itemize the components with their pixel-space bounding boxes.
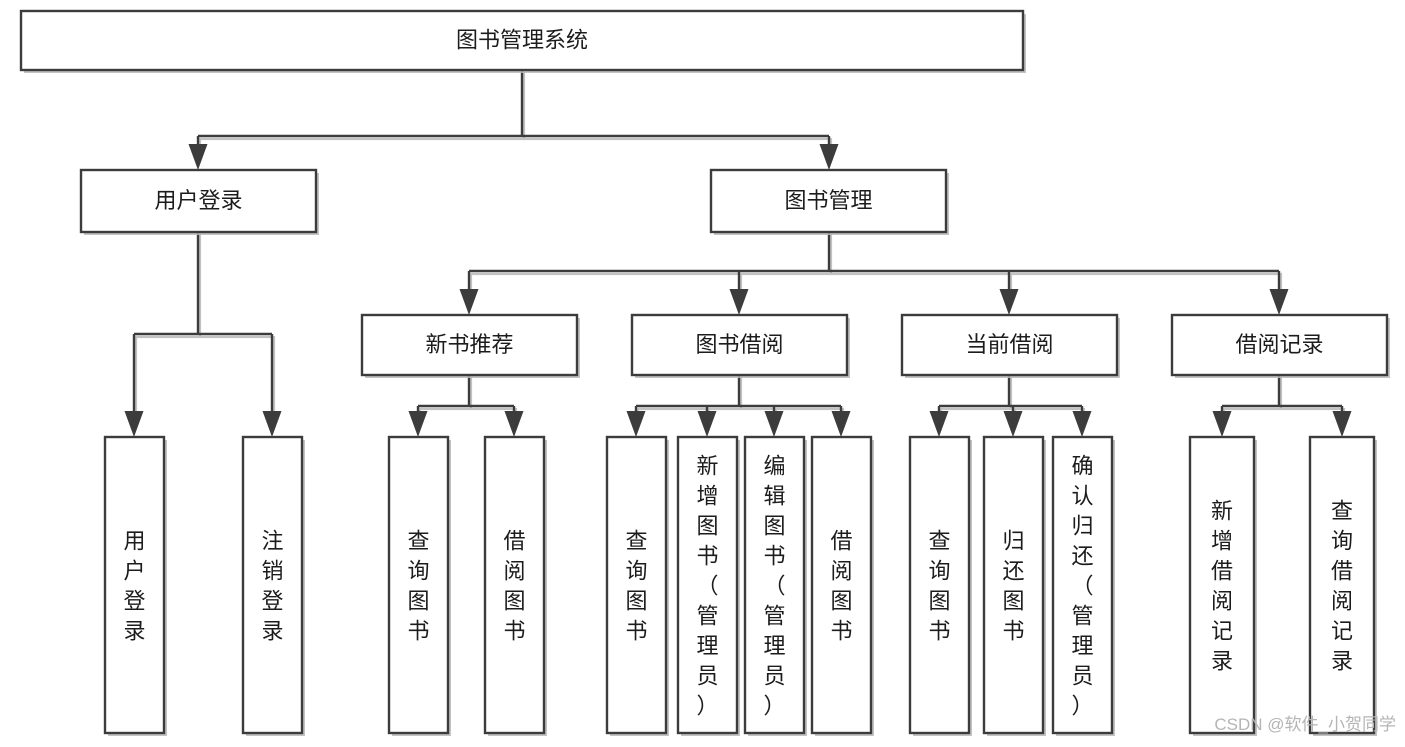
node-label-leaf-current-query: 查询图书 (928, 528, 950, 643)
node-label-leaf-borrow-edit: 编辑图书（管理员） (763, 453, 785, 718)
node-book-manage[interactable]: 图书管理 (709, 168, 949, 235)
watermark-label: CSDN @软件_小贺同学 (1214, 715, 1396, 734)
node-borrow-record[interactable]: 借阅记录 (1170, 313, 1390, 378)
node-box-leaf-recommend-query[interactable] (387, 435, 450, 735)
node-layer: 图书管理系统用户登录图书管理新书推荐图书借阅当前借阅借阅记录用户登录注销登录查询… (19, 9, 1390, 736)
node-box-leaf-user-logout[interactable] (241, 435, 304, 735)
node-label-root: 图书管理系统 (456, 27, 588, 52)
node-box-borrow-record[interactable] (1170, 313, 1389, 377)
arrow-leaf-user-login (124, 334, 144, 437)
arrow-rec-borrow (504, 406, 524, 437)
connector-bus-borrow (636, 375, 843, 411)
node-leaf-user-login[interactable]: 用户登录 (103, 435, 167, 736)
node-root[interactable]: 图书管理系统 (19, 9, 1026, 73)
arrow-recommend (459, 271, 479, 315)
arrow-brw-edit (764, 406, 784, 437)
arrow-brw-add (697, 406, 717, 437)
node-label-leaf-borrow-add: 新增图书（管理员） (696, 453, 718, 718)
node-label-leaf-recommend-query: 查询图书 (407, 528, 429, 643)
node-box-leaf-current-return[interactable] (982, 435, 1045, 735)
arrow-current (999, 271, 1019, 315)
node-leaf-user-logout[interactable]: 注销登录 (241, 435, 305, 736)
node-leaf-current-return[interactable]: 归还图书 (982, 435, 1046, 736)
connector-bus-current (939, 375, 1084, 411)
node-book-borrow[interactable]: 图书借阅 (630, 313, 850, 378)
arrow-leaf-user-logout (262, 334, 282, 437)
node-box-leaf-borrow-query[interactable] (605, 435, 668, 735)
node-label-book-borrow: 图书借阅 (695, 332, 783, 357)
node-leaf-current-confirm[interactable]: 确认归还（管理员） (1051, 435, 1115, 736)
node-leaf-current-query[interactable]: 查询图书 (908, 435, 972, 736)
node-box-leaf-current-confirm[interactable] (1051, 435, 1114, 735)
node-leaf-record-query[interactable]: 查询借阅记录 (1308, 435, 1377, 736)
arrow-record (1269, 271, 1289, 315)
connector-bus-user-login (134, 232, 274, 339)
node-box-leaf-recommend-borrow[interactable] (483, 435, 546, 735)
arrow-brw-query (626, 406, 646, 437)
node-label-leaf-current-confirm: 确认归还（管理员） (1071, 453, 1093, 718)
node-box-book-borrow[interactable] (630, 313, 849, 377)
node-box-user-login[interactable] (79, 168, 318, 234)
node-label-leaf-borrow-lend: 借阅图书 (830, 528, 852, 643)
node-user-login[interactable]: 用户登录 (79, 168, 319, 235)
connector-bus-root (198, 70, 831, 141)
node-box-leaf-record-add[interactable] (1188, 435, 1256, 735)
node-box-leaf-borrow-lend[interactable] (810, 435, 873, 735)
node-box-root[interactable] (19, 9, 1025, 72)
node-leaf-borrow-edit[interactable]: 编辑图书（管理员） (743, 435, 807, 736)
node-label-book-manage: 图书管理 (784, 188, 872, 213)
arrow-rcd-query (1332, 406, 1352, 437)
arrow-cur-query (929, 406, 949, 437)
node-label-borrow-record: 借阅记录 (1235, 332, 1323, 357)
node-box-book-manage[interactable] (709, 168, 948, 234)
node-current-borrow[interactable]: 当前借阅 (900, 313, 1120, 378)
arrowhead-layer (124, 136, 1352, 437)
node-box-leaf-record-query[interactable] (1308, 435, 1376, 735)
node-box-leaf-current-query[interactable] (908, 435, 971, 735)
node-box-leaf-user-login[interactable] (103, 435, 166, 735)
arrow-borrow (729, 271, 749, 315)
node-leaf-borrow-query[interactable]: 查询图书 (605, 435, 669, 736)
node-leaf-record-add[interactable]: 新增借阅记录 (1188, 435, 1257, 736)
node-label-leaf-current-return: 归还图书 (1002, 528, 1024, 643)
node-box-leaf-borrow-edit[interactable] (743, 435, 806, 735)
node-leaf-recommend-query[interactable]: 查询图书 (387, 435, 451, 736)
arrow-rec-query (408, 406, 428, 437)
connector-bus-book-manage (469, 232, 1281, 276)
node-label-leaf-user-login: 用户登录 (123, 528, 145, 643)
node-box-current-borrow[interactable] (900, 313, 1119, 377)
node-leaf-borrow-add[interactable]: 新增图书（管理员） (676, 435, 740, 736)
node-leaf-borrow-lend[interactable]: 借阅图书 (810, 435, 874, 736)
node-label-user-login: 用户登录 (154, 188, 242, 213)
node-label-leaf-recommend-borrow: 借阅图书 (503, 528, 525, 643)
arrow-user-login (188, 136, 208, 170)
arrow-book-manage (819, 136, 839, 170)
connector-layer (134, 70, 1344, 411)
arrow-rcd-add (1212, 406, 1232, 437)
node-label-leaf-record-query: 查询借阅记录 (1331, 498, 1353, 673)
arrow-cur-confirm (1072, 406, 1092, 437)
node-box-leaf-borrow-add[interactable] (676, 435, 739, 735)
node-new-book-recommend[interactable]: 新书推荐 (360, 313, 580, 378)
node-leaf-recommend-borrow[interactable]: 借阅图书 (483, 435, 547, 736)
node-label-new-book-recommend: 新书推荐 (425, 332, 513, 357)
node-label-leaf-user-logout: 注销登录 (261, 528, 283, 643)
arrow-brw-lend (831, 406, 851, 437)
node-box-new-book-recommend[interactable] (360, 313, 579, 377)
connector-bus-recommend (418, 375, 516, 411)
node-label-leaf-record-add: 新增借阅记录 (1211, 498, 1233, 673)
node-label-leaf-borrow-query: 查询图书 (625, 528, 647, 643)
connector-bus-record (1222, 375, 1344, 411)
arrow-cur-return (1003, 406, 1023, 437)
node-label-current-borrow: 当前借阅 (965, 332, 1053, 357)
